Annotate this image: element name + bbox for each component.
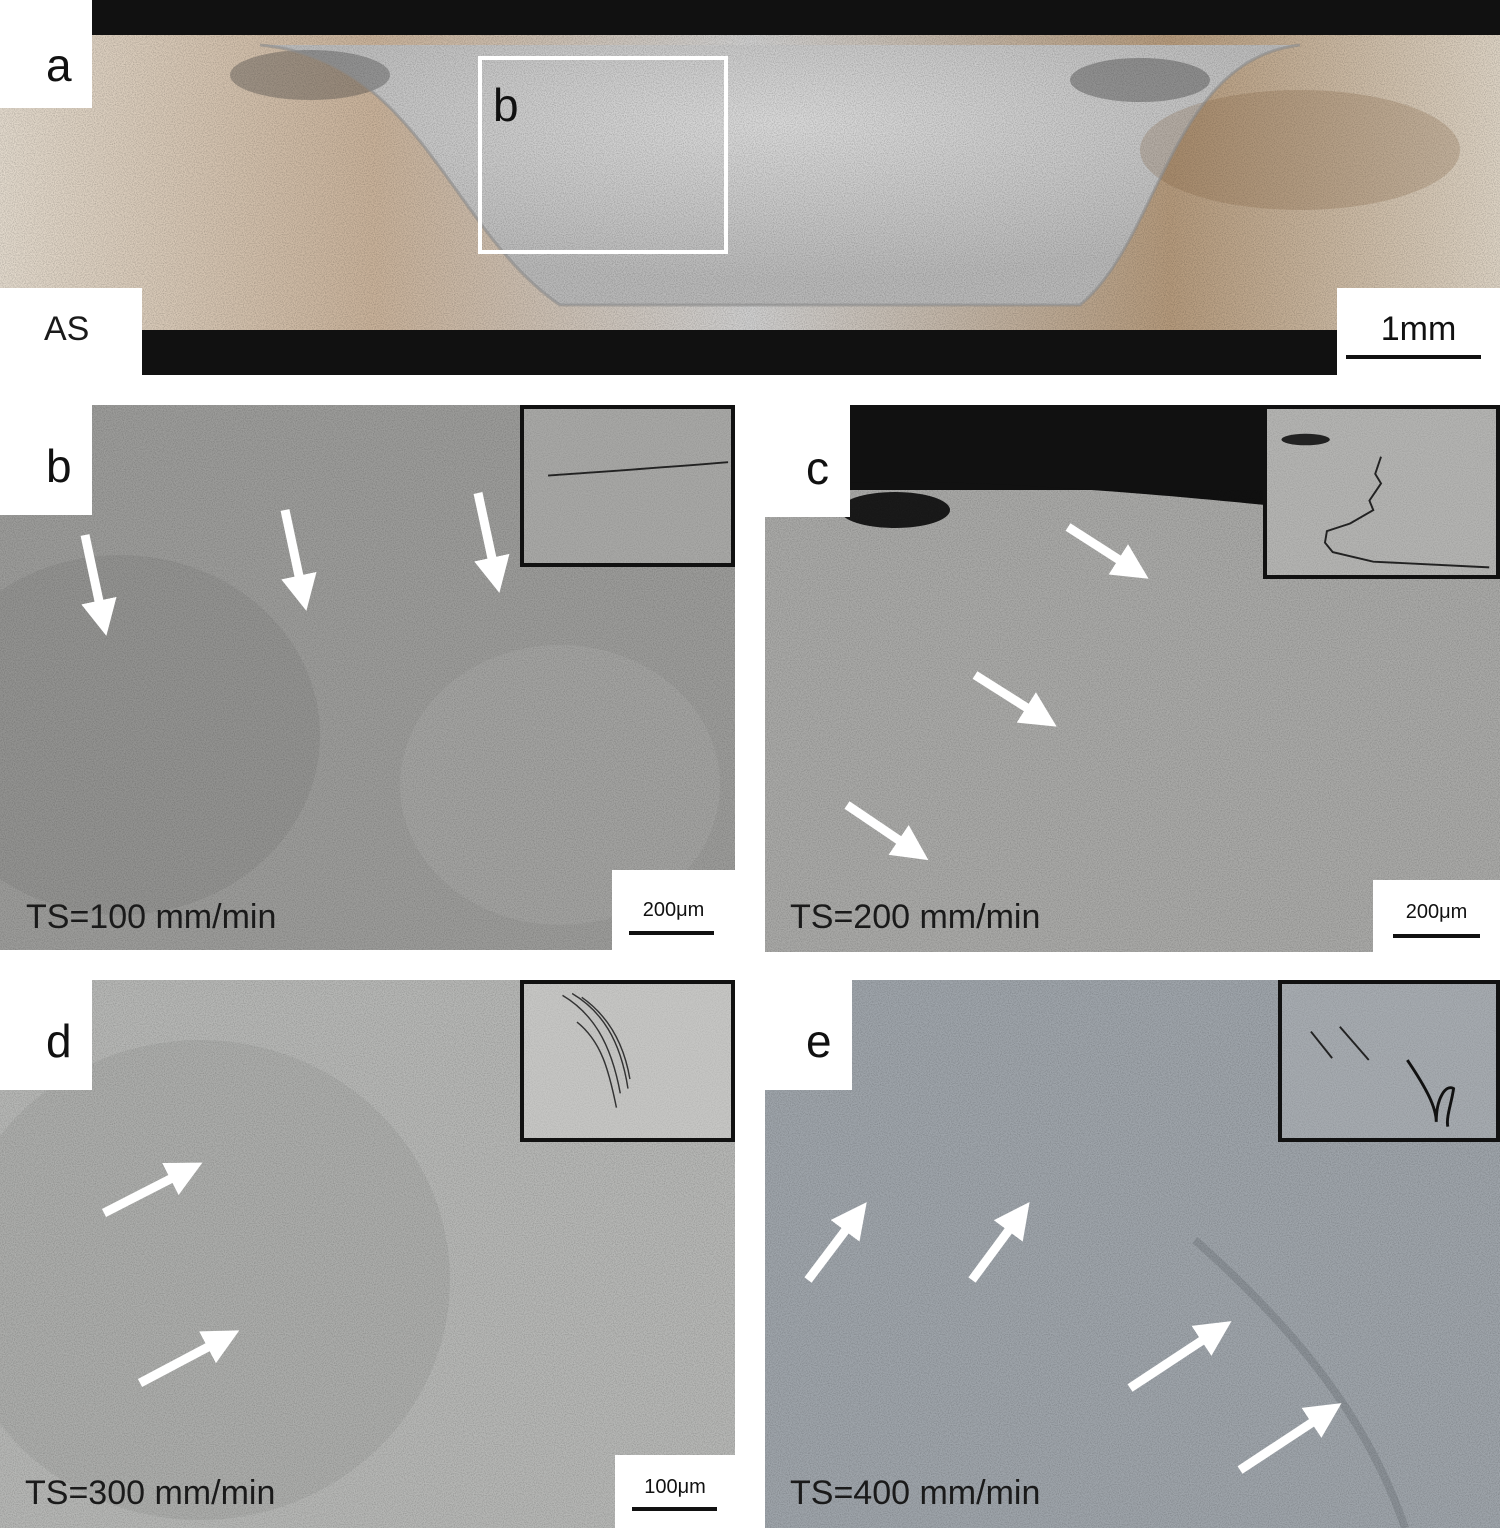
scale-bar-c: 200μm — [1373, 880, 1500, 952]
travel-speed-label: TS=200 mm/min — [790, 898, 1041, 936]
crack-inset — [1278, 980, 1500, 1142]
zoom-region-label: b — [493, 79, 519, 131]
travel-speed-label: TS=300 mm/min — [25, 1474, 276, 1512]
panel-letter-a: a — [46, 39, 72, 91]
panel-c-micrograph: c TS=200 mm/min 200μm — [765, 405, 1500, 952]
zoom-region-box — [478, 56, 728, 254]
panel-letter-c: c — [806, 442, 829, 494]
arrow-indicator — [804, 1201, 1342, 1474]
scale-bar-a: 1mm — [1337, 288, 1500, 375]
panel-d-micrograph: d TS=300 mm/min 100μm — [0, 980, 735, 1528]
crack-inset — [1263, 405, 1500, 579]
arrow-indicator — [101, 1162, 240, 1387]
scale-bar-b: 200μm — [612, 870, 735, 950]
arrow-indicator — [844, 523, 1149, 861]
crack-inset — [520, 405, 735, 567]
panel-a-macrograph: a b AS 1mm — [0, 0, 1500, 375]
panel-letter-d: d — [46, 1015, 72, 1067]
micrograph-image — [0, 405, 735, 950]
weld-cross-section-image — [0, 0, 1500, 375]
advancing-side-label: AS — [44, 310, 90, 348]
panel-letter-b: b — [46, 440, 72, 492]
panel-b-micrograph: b TS=100 mm/min 200μm — [0, 405, 735, 950]
arrow-indicator — [80, 492, 510, 636]
panel-letter-e: e — [806, 1015, 832, 1067]
scale-bar-d: 100μm — [615, 1455, 735, 1528]
travel-speed-label: TS=100 mm/min — [26, 898, 277, 936]
panel-e-micrograph: e TS=400 mm/min — [765, 980, 1500, 1528]
crack-inset — [520, 980, 735, 1142]
travel-speed-label: TS=400 mm/min — [790, 1474, 1041, 1512]
